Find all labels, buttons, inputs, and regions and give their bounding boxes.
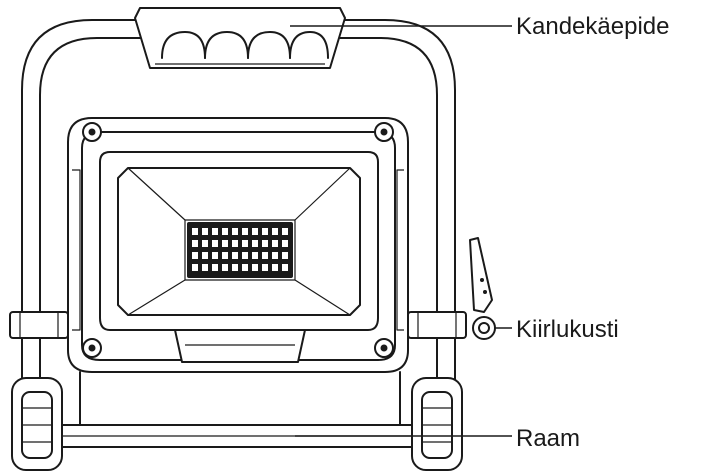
led-chip <box>212 252 218 259</box>
led-chip <box>212 228 218 235</box>
led-chip <box>202 252 208 259</box>
led-chip <box>232 240 238 247</box>
led-chip <box>272 240 278 247</box>
led-chip <box>192 252 198 259</box>
led-chip <box>242 264 248 271</box>
led-chip <box>232 228 238 235</box>
led-chip <box>222 252 228 259</box>
led-chip <box>282 240 288 247</box>
handle-label: Kandekäepide <box>516 13 669 40</box>
led-chip <box>202 228 208 235</box>
led-chip <box>212 240 218 247</box>
led-chip <box>192 264 198 271</box>
led-chip <box>252 252 258 259</box>
led-chip <box>262 252 268 259</box>
led-chip <box>272 252 278 259</box>
led-chip <box>242 240 248 247</box>
led-chip <box>242 228 248 235</box>
led-chip <box>232 252 238 259</box>
quick-lock-lever <box>469 237 496 340</box>
led-chip <box>262 264 268 271</box>
pivot-brackets <box>9 311 467 339</box>
led-chip <box>242 252 248 259</box>
led-chip <box>252 264 258 271</box>
led-chip <box>282 252 288 259</box>
wheels <box>11 377 463 471</box>
led-chip <box>272 228 278 235</box>
led-chip <box>282 264 288 271</box>
led-chip <box>202 240 208 247</box>
led-chip <box>202 264 208 271</box>
led-chip <box>222 264 228 271</box>
led-chip <box>222 240 228 247</box>
led-chip <box>252 228 258 235</box>
led-chip <box>192 228 198 235</box>
led-chip <box>262 240 268 247</box>
carry-handle <box>134 7 346 69</box>
led-chip <box>232 264 238 271</box>
led-chip <box>212 264 218 271</box>
frame-label: Raam <box>516 425 580 452</box>
corner-screws <box>82 122 394 358</box>
led-chip <box>282 228 288 235</box>
led-chip <box>252 240 258 247</box>
led-chip <box>272 264 278 271</box>
led-chip <box>222 228 228 235</box>
led-array <box>187 222 293 278</box>
led-chip <box>192 240 198 247</box>
leader-lines <box>290 25 512 437</box>
frame-tube <box>21 19 456 336</box>
trigger-lock-label: Kiirlukusti <box>516 316 619 343</box>
led-chip <box>262 228 268 235</box>
